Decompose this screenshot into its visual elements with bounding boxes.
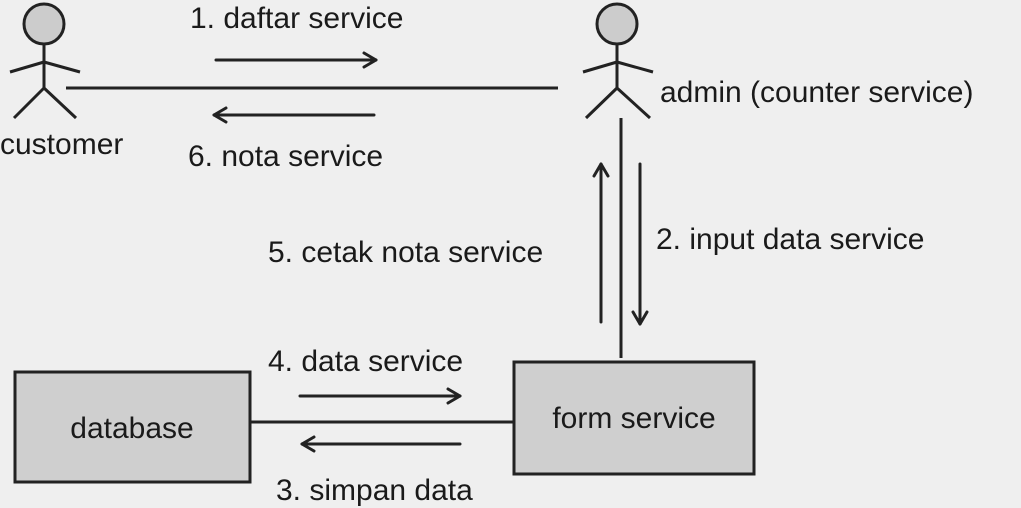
message-5-arrow [592,162,610,324]
admin-actor-arm-right [616,60,654,74]
database-box: database [13,370,252,484]
customer-actor-leg-left [12,86,46,120]
customer-actor-leg-right [42,86,78,120]
message-1-arrow [214,51,378,69]
message-3-arrow [300,435,462,453]
admin-actor-head [595,2,639,46]
message-1-label: 1. daftar service [190,2,403,35]
database-label: database [70,412,193,445]
message-6-label: 6. nota service [188,140,383,173]
message-5-label: 5. cetak nota service [268,236,543,269]
customer-actor-head [22,2,66,46]
admin-actor-leg-right [615,86,652,120]
message-3-label: 3. simpan data [276,474,473,507]
form-service-box: form service [512,360,756,476]
admin-actor [582,2,654,120]
admin-actor-arm-left [582,60,618,74]
message-2-arrow [631,162,649,326]
admin-actor-leg-left [584,86,619,120]
message-4-label: 4. data service [268,345,463,378]
form-service-label: form service [552,402,715,435]
customer-actor [9,2,81,120]
customer-actor-arm-left [9,60,45,74]
message-6-arrow [212,106,376,124]
customer-actor-arm-right [43,60,81,74]
admin-label: admin (counter service) [660,76,973,109]
customer-label: customer [0,128,123,161]
message-2-label: 2. input data service [656,223,925,256]
message-4-arrow [298,387,462,405]
